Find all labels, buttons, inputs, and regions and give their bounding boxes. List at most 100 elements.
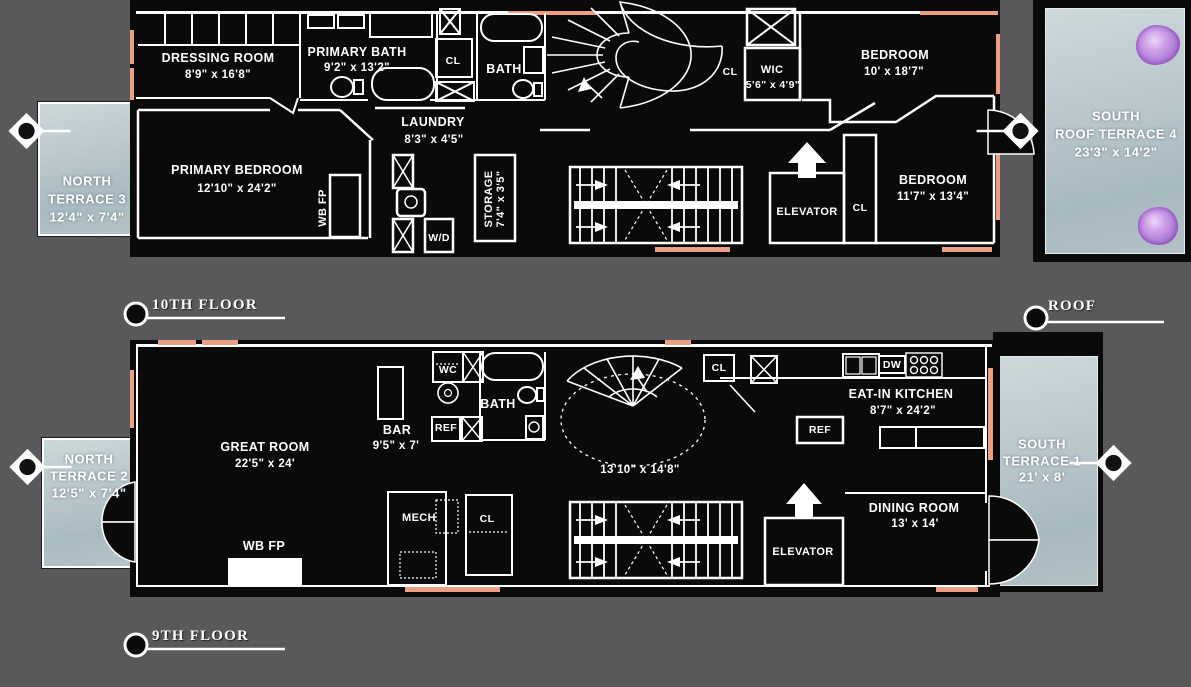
closet-x-box [439,8,461,35]
north-terrace-3-panel [38,102,134,236]
bar-counter [377,366,404,420]
closet-x-box [461,416,483,442]
up-arrow-icon [788,142,826,178]
room-label-primary-bedroom-name: PRIMARY BEDROOM [171,163,303,177]
shower-icon [369,12,433,38]
door-arc-icon [988,495,1040,585]
room-label-closet: CL [479,513,495,525]
south-roof-terrace-4-frame [1033,0,1191,262]
kitchen-island [879,426,985,449]
washer-dryer-box [423,217,455,254]
main-stair [568,165,744,245]
tub-icon [480,13,543,42]
spiral-stair [547,1,723,109]
closet-room [703,354,735,382]
flower-icon [1136,25,1180,65]
terrace-label: NORTH [62,173,112,189]
sink-icon [437,382,459,404]
stair-hall-dims: 13'10" x 14'8" [600,464,680,476]
room-label-closet: CL [445,55,461,67]
room-label-laundry-name: LAUNDRY [401,115,465,129]
room-label-wic-name: WIC [760,64,784,76]
room-label-wic-dims: 5'6" x 4'9" [745,79,801,91]
floor9-title-marker [123,632,285,658]
room-label-dressing-dims: 8'9" x 16'8" [185,69,251,81]
roof-title: ROOF [1048,298,1097,314]
closet-x-box [435,81,475,102]
room-label-primary-bath-dims: 9'2" x 13'2" [324,62,390,74]
terrace-label: TERRACE 3 [47,191,127,207]
room-label-great-room-dims: 22'5" x 24' [234,458,296,470]
cooktop-icon [905,352,943,378]
terrace-label-dims: 12'5" x 7'4" [51,485,127,501]
up-arrow-icon [786,483,822,519]
floor10-title: 10TH FLOOR [152,297,258,313]
room-label-wd: W/D [428,232,450,244]
floor10-title-marker [123,301,285,327]
keynote-icon [8,112,71,150]
room-label-great-room-name: GREAT ROOM [220,440,310,454]
terrace-label-dims: 21' x 8' [1018,469,1066,485]
terrace-label: NORTH [64,451,114,467]
door-arc-icon [101,481,136,563]
terrace-label: TERRACE 1 [1002,453,1082,469]
room-label-storage-dims: 7'4" x 3'5" [495,170,507,228]
room-label-bedroom-north-name: BEDROOM [860,48,930,62]
room-label-primary-bedroom-dims: 12'10" x 24'2" [197,183,277,195]
window-strips [130,11,1000,252]
floor9-plan-drawing [130,340,1000,597]
room-label-ref: REF [434,422,458,434]
closet-x-box [750,355,778,384]
tub-icon [371,67,435,101]
spiral-stair [560,355,706,467]
room-label-bedroom-north-dims: 10' x 18'7" [863,66,925,78]
room-label-wc: WC [438,364,458,376]
elevator-box [763,483,845,587]
room-label-bedroom-south-dims: 11'7" x 13'4" [896,191,970,203]
room-label-storage-name: STORAGE [483,170,495,228]
room-label-bar-dims: 9'5" x 7' [372,440,420,452]
ref-box [431,416,461,442]
room-label-bath: BATH [480,397,516,411]
fireplace [328,173,362,239]
closet-room [465,494,513,576]
keynote-icon [976,112,1039,150]
terrace-label-dims: 12'4" x 7'4" [49,209,125,225]
shower-icon [525,415,544,440]
utility-sink-icon [395,187,427,218]
room-label-bar-name: BAR [382,423,412,437]
room-label-bedroom-south-name: BEDROOM [898,173,968,187]
room-label-elevator: ELEVATOR [772,546,834,558]
floor10-plan-drawing [130,0,1000,257]
room-label-kitchen-dims: 8'7" x 24'2" [870,405,936,417]
room-label-kitchen-name: EAT-IN KITCHEN [848,387,954,401]
room-label-dressing-name: DRESSING ROOM [161,51,275,65]
room-label-closet: CL [711,362,727,374]
mech-room [387,491,447,586]
ref-box [795,415,845,445]
double-sink-icon [307,14,365,29]
room-label-closet: CL [722,66,738,78]
room-label-wb-fp: WB FP [317,189,329,227]
room-label-primary-bath-name: PRIMARY BATH [307,45,407,59]
closet-room [435,38,473,78]
closet-x-box [745,7,797,47]
fireplace [228,558,302,586]
room-label-dw: DW [882,359,902,371]
room-label-closet: CL [852,202,868,214]
keynote-icon [9,448,72,486]
terrace-label-dims: 23'3" x 14'2" [1074,144,1158,160]
roof-title-marker [1023,305,1164,331]
room-label-ref: REF [808,424,832,436]
room-label-mech: MECH [402,512,436,524]
main-stair [568,500,744,580]
terrace-label: TERRACE 2 [49,468,129,484]
dishwasher-box [878,355,906,374]
terrace-label: SOUTH [1018,436,1066,452]
room-label-wb-fp: WB FP [242,539,286,553]
room-label-dining-name: DINING ROOM [868,501,960,515]
window-strips [130,340,993,592]
room-label-laundry-dims: 8'3" x 4'5" [404,134,464,146]
south-roof-terrace-4-panel [1045,8,1185,254]
